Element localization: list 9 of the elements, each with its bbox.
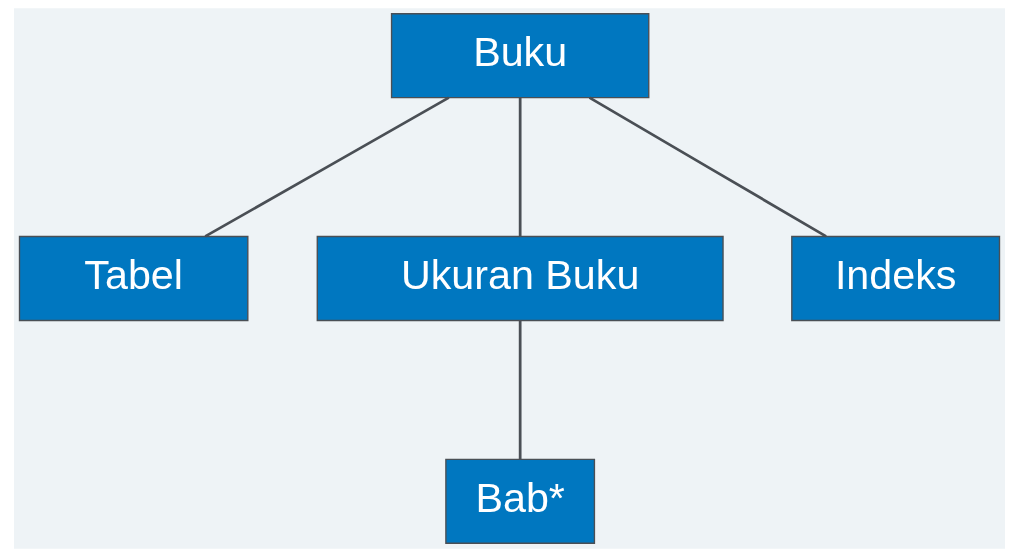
connector xyxy=(588,96,827,238)
node-box: Bab* xyxy=(444,458,595,544)
node-box: Buku xyxy=(390,13,649,99)
node-box: Ukuran Buku xyxy=(316,235,724,322)
node-box: Indeks xyxy=(790,235,1000,322)
connector xyxy=(518,97,522,237)
node-box: Tabel xyxy=(18,235,248,322)
connector xyxy=(204,96,449,238)
connector xyxy=(518,320,522,460)
